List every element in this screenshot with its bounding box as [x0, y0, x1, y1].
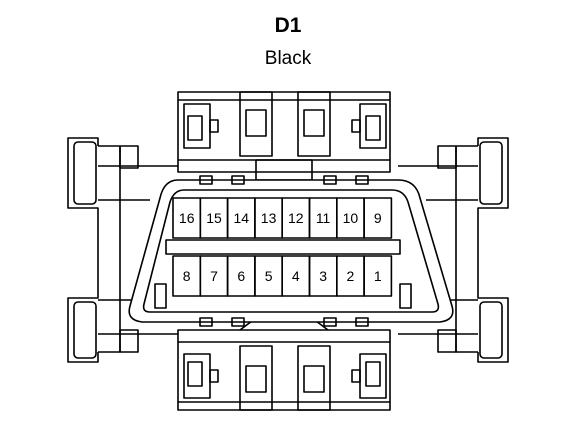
bottom-latch [177, 317, 391, 411]
bottom-row-cavities [172, 255, 393, 297]
connector-face [128, 175, 454, 327]
top-latch [177, 91, 391, 181]
bottom-row-pin-labels: 8 7 6 5 4 3 2 1 [183, 268, 382, 284]
pin-cavity-9 [363, 197, 393, 239]
pin-label-16: 16 [179, 210, 195, 226]
pin-label-13: 13 [261, 210, 277, 226]
pin-label-15: 15 [206, 210, 222, 226]
pin-label-11: 11 [316, 210, 331, 226]
top-row-cavities [172, 197, 393, 239]
pin-label-5: 5 [265, 268, 273, 284]
pin-label-10: 10 [343, 210, 359, 226]
center-divider [165, 239, 401, 255]
top-row-pin-labels: 16 15 14 13 12 11 10 9 [179, 210, 382, 226]
pin-label-4: 4 [292, 268, 300, 284]
pin-label-6: 6 [237, 268, 245, 284]
connector-color-label: Black [264, 48, 312, 69]
pin-label-8: 8 [183, 268, 191, 284]
connector-name: D1 [274, 14, 302, 37]
pin-label-7: 7 [210, 268, 218, 284]
pin-label-12: 12 [288, 210, 304, 226]
right-mounting-ear [398, 137, 509, 363]
pin-label-9: 9 [374, 210, 382, 226]
pin-label-3: 3 [319, 268, 327, 284]
right-key-slot [399, 283, 412, 309]
pin-label-14: 14 [234, 210, 250, 226]
pin-label-1: 1 [374, 268, 382, 284]
pin-cavity-1 [363, 255, 393, 297]
pin-label-2: 2 [347, 268, 355, 284]
left-key-slot [154, 283, 167, 309]
